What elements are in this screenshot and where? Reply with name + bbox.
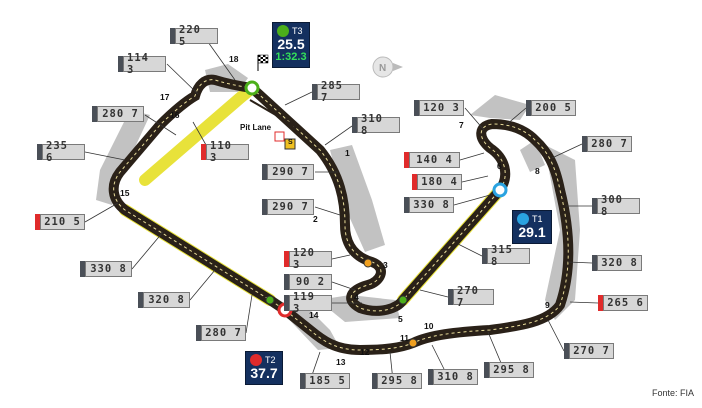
svg-text:N: N [379,63,386,74]
sector-icon [277,25,289,37]
runoff-area [520,140,545,172]
turn-number: 12 [360,347,370,357]
sector-icon [250,354,262,366]
speed-box: 280 7 [92,106,144,122]
sector-time: 37.7 [250,365,278,381]
speed-box: 114 3 [118,52,166,76]
turn-number: 2 [313,214,318,224]
turn-number: 9 [545,300,550,310]
turn-number: 6 [497,161,502,171]
source-label: Fonte: FIA [651,388,694,398]
speed-box: 310 8 [352,113,400,137]
sector-icon [517,213,529,225]
speed-trap-dot [265,295,275,305]
speed-trap-dot [398,295,408,305]
sector-panel-t3: T3 25.5 1:32.3 [272,22,310,68]
turn-number: 3 [383,260,388,270]
compass-icon: N [372,56,403,78]
pit-speed-marker [284,138,296,150]
turn-number: 11 [400,333,409,343]
checkered-flag-icon [257,54,269,71]
speed-box: 330 8 [404,197,454,213]
speed-box: 120 3 [414,100,464,116]
track-centerline [113,79,569,351]
turn-number: 18 [229,54,239,64]
speed-box: 330 8 [80,261,132,277]
speed-box: 210 5 [35,214,85,230]
speed-box: 310 8 [428,369,478,385]
pit-lane-label: Pit Lane [240,123,272,132]
runoff-area [330,145,385,252]
turn-number: 13 [336,357,346,367]
turn-number: 14 [309,310,319,320]
pit-lane [249,99,306,133]
turn-number: 4 [354,292,359,302]
lap-time: 1:32.3 [275,51,307,63]
speed-box: 290 7 [262,199,314,215]
sector-panel-t1: T1 29.1 [512,210,552,244]
pit-entry-marker [274,131,285,142]
turn-number: 7 [459,120,464,130]
turn-number: 15 [120,188,130,198]
speed-box: 270 7 [448,285,494,309]
speed-box: 295 8 [372,373,422,389]
speed-box: 220 5 [170,24,218,48]
speed-box: 110 3 [201,140,249,164]
speed-box: 320 8 [592,255,642,271]
speed-box: 265 6 [598,295,648,311]
sector-time: 29.1 [518,224,546,240]
speed-box: 185 5 [300,373,350,389]
finish-line-marker [244,80,260,96]
speed-box: 270 7 [564,343,614,359]
sector-panel-t2: T2 37.7 [245,351,283,385]
speed-trap-dot [363,258,373,268]
speed-box: 285 7 [312,80,360,104]
speed-box: 90 2 [284,274,332,290]
speed-box: 295 8 [484,362,534,378]
speed-box: 280 7 [196,325,246,341]
speed-box: 200 5 [526,100,576,116]
speed-trap-dot [408,338,418,348]
turn-number: 8 [535,166,540,176]
speed-box: 140 4 [404,152,460,168]
turn-number: 16 [170,110,180,120]
speed-box: 315 8 [482,244,530,268]
turn-number: 17 [160,92,170,102]
sector-time: 25.5 [277,36,305,52]
speed-box: 280 7 [582,136,632,152]
speed-box: 290 7 [262,164,314,180]
pit-marker-label: S [288,139,293,146]
turn-number: 5 [398,314,403,324]
speed-box: 119 3 [284,291,332,315]
t1-marker [492,182,508,198]
speed-box: 235 6 [37,140,85,164]
turn-number: 10 [424,321,434,331]
runoff-area [470,95,530,120]
speed-box: 180 4 [412,174,462,190]
speed-box: 300 8 [592,194,640,218]
speed-box: 120 3 [284,247,332,271]
speed-box: 320 8 [138,292,190,308]
turn-number: 1 [345,148,350,158]
runoff-area [96,110,150,205]
